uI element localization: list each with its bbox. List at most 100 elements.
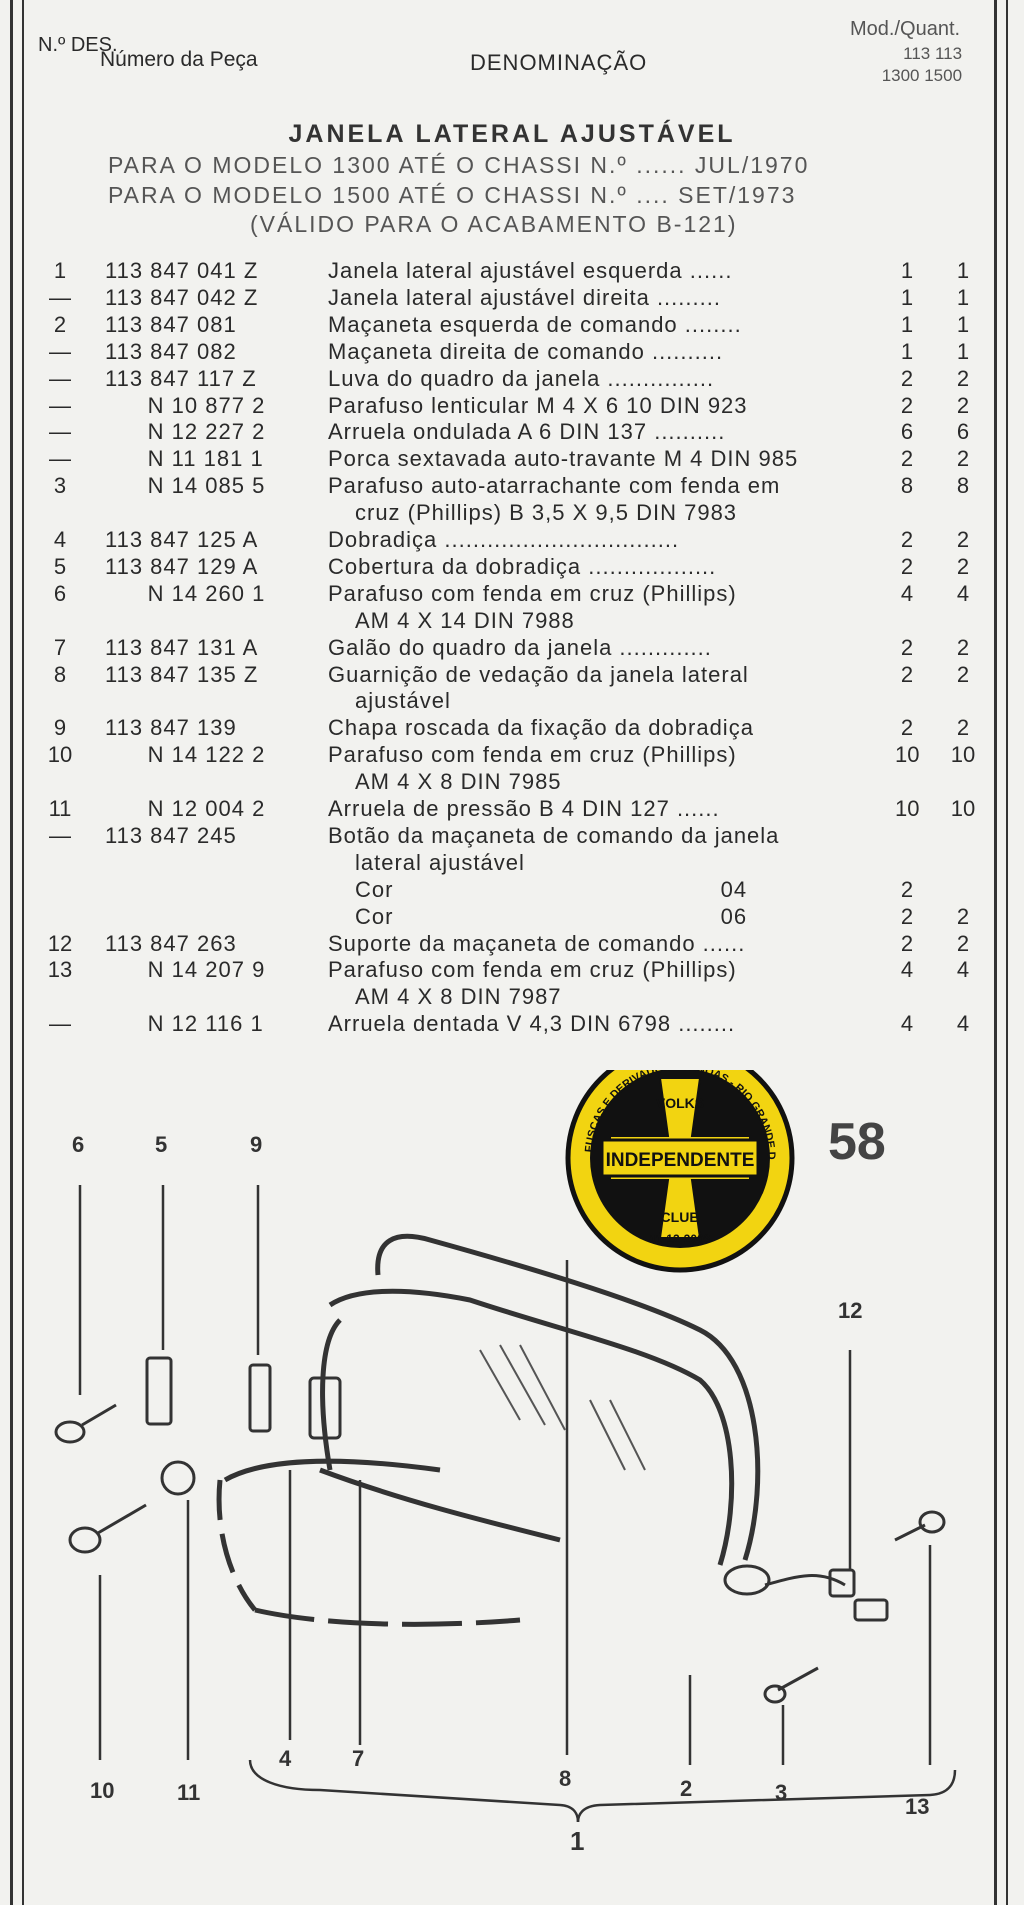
club-logo-icon	[565, 1070, 795, 1273]
item-number: 8	[53, 661, 67, 687]
quantity-113-1500: 10	[950, 742, 976, 768]
quantity-113-1500: 2	[956, 661, 970, 687]
item-number: —	[49, 338, 71, 364]
quantity-113-1300: 4	[900, 1011, 914, 1037]
quantity-113-1500: 4	[956, 957, 970, 983]
callout-11: 11	[177, 1780, 201, 1805]
callout-10: 10	[90, 1778, 115, 1803]
part-description: AM 4 X 8 DIN 7985	[355, 769, 562, 795]
quantity-113-1500: 1	[956, 258, 970, 283]
quantity-113-1300: 2	[900, 446, 914, 472]
header-numero-peca: Número da Peça	[100, 48, 258, 71]
parts-row: — N 12 116 1 Arruela dentada V 4,3 DIN 67…	[0, 1011, 1024, 1038]
quantity-113-1500: 2	[956, 930, 970, 956]
mod-row1: 113 113	[903, 44, 963, 63]
part-number: N 14 207 9	[105, 957, 266, 983]
quantity-113-1300: 1	[900, 258, 914, 283]
section-line3: (VÁLIDO PARA O ACABAMENTO B-121)	[250, 211, 738, 237]
part-description: Cor 04	[355, 876, 748, 902]
item-number: 13	[47, 957, 73, 983]
item-number: —	[49, 822, 71, 848]
item-number: —	[49, 1011, 71, 1037]
item-number: —	[49, 392, 71, 418]
part-description: Cor 06	[355, 903, 748, 929]
page-number: 58	[828, 1113, 886, 1171]
part-number: 113 847 129 A	[105, 553, 259, 579]
part-number: 113 847 117 Z	[105, 365, 257, 391]
parts-row-continuation: cruz (Phillips) B 3,5 X 9,5 DIN 7983	[0, 500, 1024, 527]
part-number: N 10 877 2	[105, 392, 266, 418]
logo-club-text: CLUB	[661, 1209, 700, 1225]
callout-9: 9	[250, 1132, 263, 1157]
quantity-113-1500: 1	[956, 311, 970, 337]
part-description: Janela lateral ajustável direita .......…	[328, 284, 721, 310]
callout-3: 3	[775, 1780, 788, 1805]
part-description: Parafuso com fenda em cruz (Phillips)	[328, 580, 737, 606]
exploded-diagram: INDEPENDENTE 11-12-2009 FUSCAS E DERIVAD…	[0, 1070, 957, 1823]
quantity-113-1500: 6	[956, 419, 970, 445]
left-border-line	[10, 0, 13, 1905]
part-number: N 12 227 2	[105, 419, 266, 445]
part-number: N 12 004 2	[105, 796, 266, 821]
quantity-113-1500: 2	[956, 553, 970, 579]
part-description: Porca sextavada auto-travante M 4 DIN 98…	[328, 446, 799, 472]
leader-lines	[78, 1185, 957, 1823]
part-description: AM 4 X 8 DIN 7987	[355, 984, 562, 1010]
quantity-113-1300: 10	[895, 742, 920, 768]
quantity-113-1500: 4	[956, 1011, 970, 1037]
right-inner-border-line	[1006, 0, 1008, 1905]
part-description: Chapa roscada da fixação da dobradiça	[328, 715, 754, 741]
part-description: Luva do quadro da janela ...............	[328, 365, 715, 391]
quantity-113-1300: 1	[900, 311, 914, 337]
item-number: —	[49, 419, 71, 445]
part-number: N 14 260 1	[105, 580, 266, 606]
part-description: Maçaneta esquerda de comando ........	[328, 311, 742, 337]
quantity-113-1300: 2	[900, 392, 914, 418]
part-number: 113 847 081	[105, 311, 237, 337]
part-description: Arruela dentada V 4,3 DIN 6798 ........	[328, 1011, 736, 1037]
quantity-113-1300: 2	[900, 661, 914, 687]
part-description: Parafuso com fenda em cruz (Phillips)	[328, 742, 737, 768]
quantity-113-1500: 8	[956, 473, 970, 499]
part-number: 113 847 125 A	[105, 527, 259, 552]
item-number: 4	[53, 527, 67, 552]
window-frame-drawing	[216, 1233, 761, 1627]
callout-4: 4	[279, 1746, 292, 1771]
item-number: —	[49, 446, 71, 472]
item-number: 7	[53, 634, 67, 660]
parts-row: — N 12 227 2 Arruela ondulada A 6 DIN 137…	[0, 419, 1024, 446]
callout-2: 2	[680, 1776, 693, 1801]
part-description: Botão da maçaneta de comando da janela	[328, 822, 780, 848]
quantity-113-1500: 2	[956, 903, 970, 929]
quantity-113-1500: 4	[956, 580, 970, 606]
item-number: 12	[47, 930, 73, 956]
quantity-113-1500: 10	[950, 796, 976, 821]
quantity-113-1300: 4	[900, 957, 914, 983]
right-border-line	[994, 0, 997, 1905]
part-number: N 12 116 1	[105, 1011, 264, 1037]
logo-volks-text: VOLKS	[656, 1095, 704, 1111]
quantity-113-1500: 2	[956, 634, 970, 660]
callout-12: 12	[838, 1298, 863, 1323]
glass-hatching	[479, 1344, 646, 1471]
parts-row-continuation: AM 4 X 14 DIN 7988	[0, 608, 1024, 635]
item-number: 10	[47, 742, 73, 768]
part-description: Arruela ondulada A 6 DIN 137 ..........	[328, 419, 726, 445]
callout-6: 6	[72, 1132, 85, 1157]
part-description: lateral ajustável	[355, 849, 525, 875]
logo-center-text: INDEPENDENTE	[606, 1150, 755, 1171]
part-number: 113 847 041 Z	[105, 258, 259, 283]
